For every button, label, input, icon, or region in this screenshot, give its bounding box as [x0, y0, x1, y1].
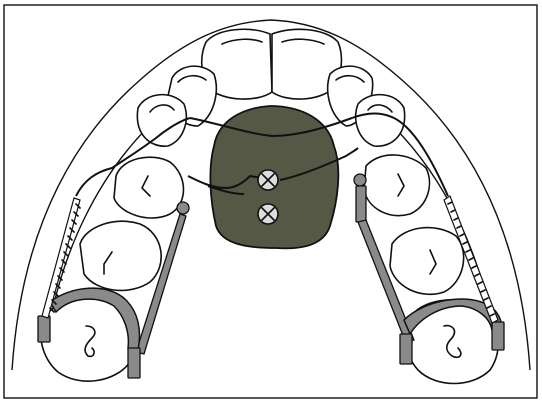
right-ball-clasp	[354, 174, 366, 186]
right-band-tube	[400, 334, 412, 364]
expansion-screw-upper	[258, 170, 278, 190]
left-spring-anchor	[38, 316, 50, 342]
tooth-right-premolar-1	[364, 155, 429, 216]
tooth-left-premolar-2	[80, 221, 161, 290]
tooth-right-premolar-2	[390, 228, 464, 295]
expansion-screw-lower	[258, 204, 278, 224]
right-clasp-tube	[356, 186, 366, 222]
tooth-left-canine	[137, 95, 186, 147]
left-band-tube	[128, 348, 140, 378]
right-spring-anchor	[492, 322, 504, 350]
left-ball-clasp	[177, 202, 189, 214]
tooth-left-premolar-1	[114, 157, 184, 218]
